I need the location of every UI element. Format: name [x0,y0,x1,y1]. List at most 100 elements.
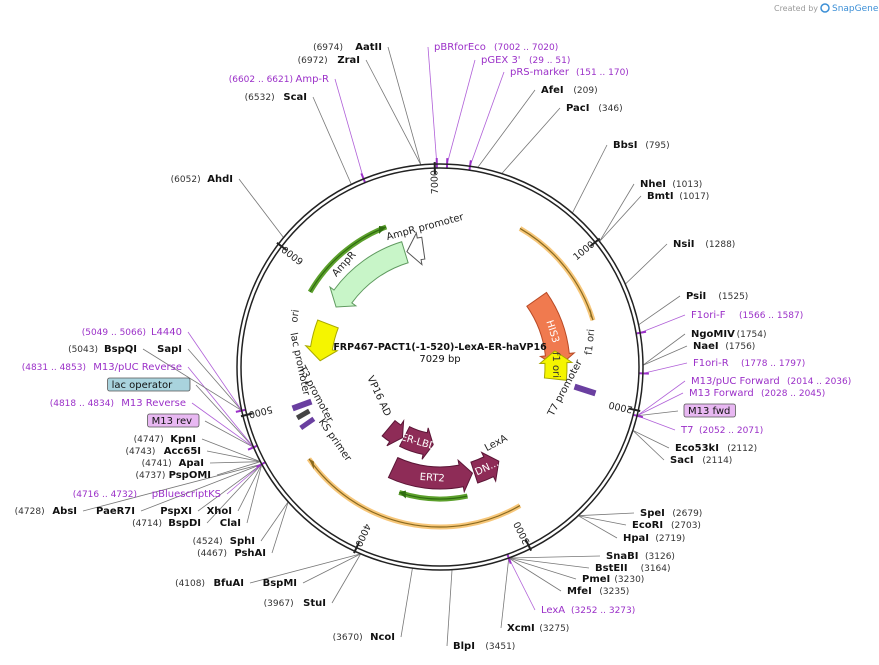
site-label-name: PspXI [160,506,192,517]
site-label-name: Acc65I [164,446,201,457]
leader-line [427,46,438,165]
site-label-name: BstEII [595,563,628,574]
primer-site-mark [468,160,472,171]
site-label: MfeI(3235) [567,586,629,597]
leader-line [271,501,289,554]
site-label-name: HpaI [623,533,649,544]
site-label: NaeI(1756) [693,341,755,352]
primer-arc-head [378,225,387,234]
site-label-name: pGEX 3' [481,55,521,66]
site-label-name: pBluescriptKS [152,489,221,500]
site-label-name: SphI [230,536,255,547]
feature-arrow [381,419,405,447]
primer-arc-line [308,458,521,528]
site-label-name: BbsI [613,140,637,151]
leader-line [500,557,510,629]
site-label-position: (2028 .. 2045) [761,389,825,399]
plasmid-name: FRP467-PACT1(-1-520)-LexA-ER-haVP16 [333,342,547,353]
site-label-name: BspDI [168,518,201,529]
site-label: PspXI [160,506,192,517]
leader-line [642,345,688,366]
feature-arrow-label: f1 ori [550,352,561,378]
site-label-position: (3275) [539,624,569,634]
site-label: ZraI(6972) [298,55,360,66]
site-label-position: (3451) [485,642,515,652]
site-label-name: Eco53kI [675,443,719,454]
feature-label: KS primer [316,417,354,464]
site-label: M13 Reverse(4818 .. 4834) [50,398,186,409]
site-label-name: F1ori-R [693,358,729,369]
site-label-position: (6602 .. 6621) [229,75,293,85]
site-label-name: PaeR7I [96,506,135,517]
feature-label: ori [289,309,302,323]
ks-primer-mark [299,416,316,431]
site-label: PaeR7I [96,506,135,517]
site-label-name: lac operator [112,380,173,391]
leader-line [477,89,536,168]
site-label: HpaI(2719) [623,533,685,544]
site-label-position: (3164) [641,564,671,574]
site-label-name: SnaBI [606,551,638,562]
feature-label: f1 ori [584,329,598,356]
tick-mark [628,407,641,412]
site-label: Eco53kI(2112) [675,443,757,454]
leader-line [187,331,243,411]
leader-line [140,463,262,512]
tick-label: 2000 [608,399,634,415]
site-label: NsiI(1288) [673,239,735,250]
leader-line [206,463,263,524]
site-label-name: PacI [566,103,589,114]
leader-line [312,96,352,185]
site-label-name: LexA [541,605,565,616]
site-label: pRS-marker(151 .. 170) [510,67,629,78]
site-label: LexA(3252 .. 3273) [541,605,635,616]
site-label-position: (4524) [193,537,223,547]
site-label-name: AbsI [52,506,77,517]
leader-line [508,557,562,592]
site-label: AfeI(209) [541,85,598,96]
site-label: NheI(1013) [640,179,702,190]
site-label: SphI (4524) [193,536,255,547]
feature-label: AmpR promoter [385,212,465,243]
site-label: XcmI (3275) [507,623,569,634]
site-label: BbsI(795) [613,140,670,151]
site-label-name: NheI [640,179,666,190]
site-label-position: (4108) [175,579,205,589]
site-label: BspQI(5043) [68,344,137,355]
site-label-position: (6974) [313,43,343,53]
leader-line [508,557,577,580]
feature-arrow [398,426,434,460]
site-label-name: StuI [303,598,326,609]
primer-site-mark [506,553,512,564]
site-label: BspDI(4714) [132,518,201,529]
primer-site-mark [360,172,367,183]
site-label-name: F1ori-F [691,310,726,321]
leader-line [142,348,242,411]
leader-line [639,314,686,334]
leader-line [216,461,261,476]
site-label: AatII(6974) [313,42,382,53]
site-label-name: pRS-marker [510,67,570,78]
site-label-name: SapI [157,344,182,355]
primer-arc-head [308,458,314,470]
snapgene-credit: Created by SnapGene [774,3,879,14]
site-label-position: (4467) [197,549,227,559]
site-label: BfuAI (4108) [175,578,244,589]
site-label-position: (4737) [135,471,165,481]
site-label-position: (2114) [702,456,732,466]
site-label: PacI(346) [566,103,623,114]
credit-text: Created by [774,4,818,13]
primer-arcs [306,224,596,530]
site-label-name: BfuAI [213,578,244,589]
site-label-name: XcmI [507,623,535,634]
leader-line [642,333,686,366]
site-label-position: (4741) [142,459,172,469]
feature-label: LexA [483,433,510,454]
site-label-name: M13 rev [152,416,193,427]
site-label-position: (3235) [599,587,629,597]
lac-region-marks [291,383,597,431]
tick-mark [589,237,601,247]
feature-arrow-label: ERT2 [419,472,445,485]
leader-line [642,362,688,374]
